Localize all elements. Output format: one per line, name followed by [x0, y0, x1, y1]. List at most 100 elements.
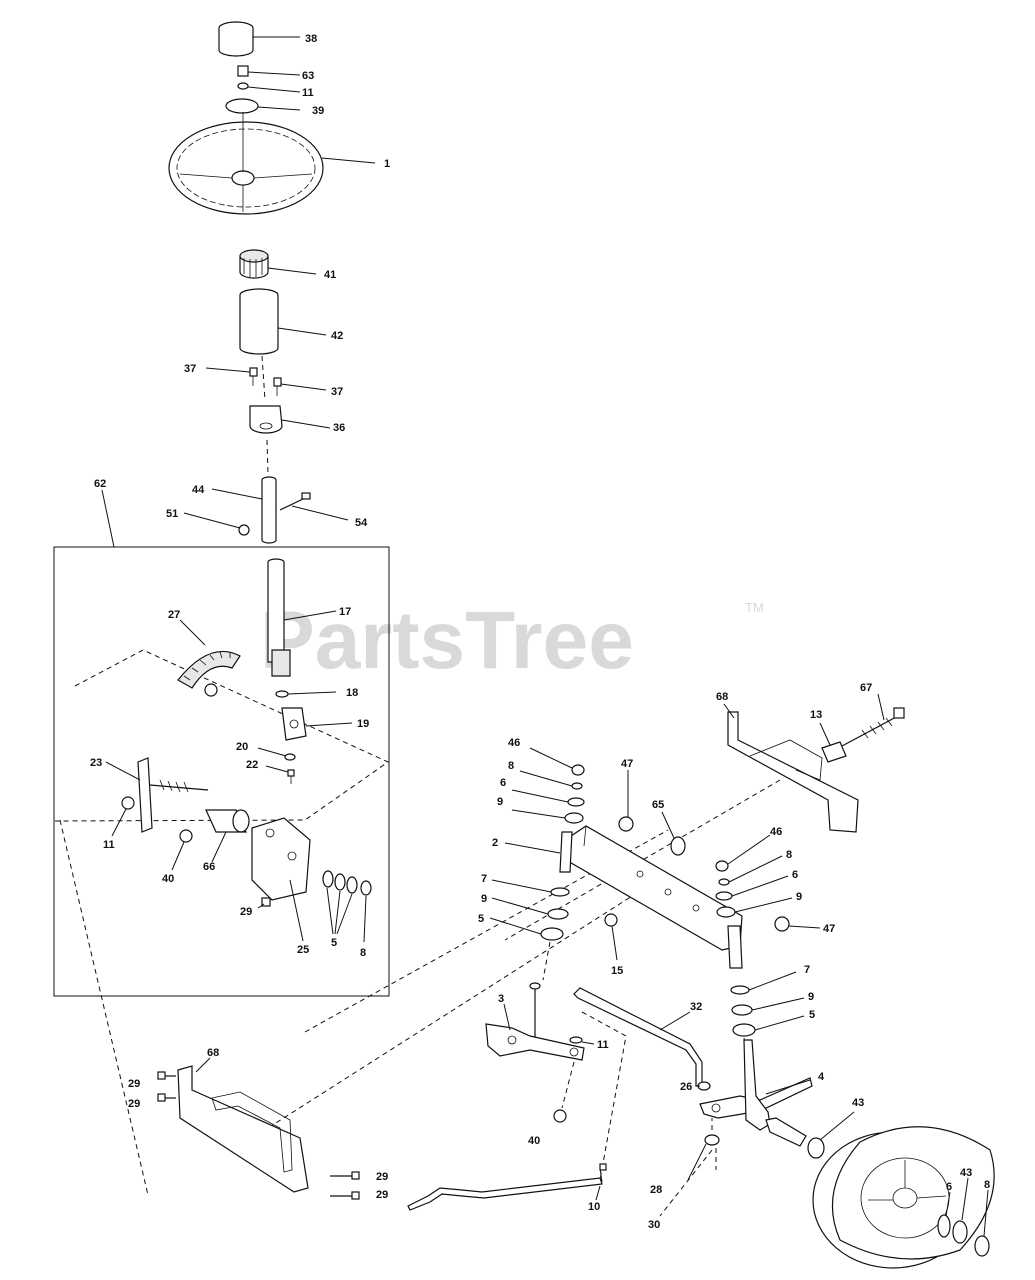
part-66-bushing [205, 809, 250, 863]
part-11-washer [237, 82, 301, 93]
part-63-bolt [237, 65, 301, 77]
part-40-lower-nut [553, 1061, 575, 1123]
label-47: 47 [823, 923, 835, 935]
label-4: 4 [818, 1071, 825, 1083]
part-22-screw [265, 765, 295, 784]
stub-axle [743, 1039, 807, 1147]
right-spindle-stack [715, 834, 805, 1053]
part-26-fitting [696, 1081, 711, 1091]
label-62: 62 [94, 478, 106, 490]
part-17-shaft [267, 558, 337, 677]
label-3: 3 [498, 993, 504, 1005]
part-labels: 38 63 11 39 1 41 42 37 37 36 62 44 51 54… [90, 33, 990, 1231]
label-10: 10 [588, 1201, 600, 1213]
label-11: 11 [597, 1039, 609, 1051]
label-65: 65 [652, 799, 664, 811]
part-68-upper-bracket [723, 703, 859, 833]
part-37-screws [205, 367, 327, 396]
assembly-62-box [53, 489, 390, 997]
part-19-block [281, 707, 353, 741]
part-40-nut [171, 829, 193, 871]
part-15-nut [604, 913, 618, 961]
part-32-drag-link [573, 987, 703, 1087]
label-9: 9 [481, 893, 487, 905]
label-36: 36 [333, 422, 345, 434]
label-13: 13 [810, 709, 822, 721]
label-9: 9 [497, 796, 503, 808]
label-46: 46 [508, 737, 520, 749]
label-68: 68 [716, 691, 728, 703]
label-63: 63 [302, 70, 314, 82]
label-40: 40 [528, 1135, 540, 1147]
label-30: 30 [648, 1219, 660, 1231]
part-47-nut-left [618, 770, 634, 832]
part-65-bushing [661, 811, 686, 856]
label-18: 18 [346, 687, 358, 699]
label-46: 46 [770, 826, 782, 838]
part-67-bolt [841, 693, 905, 747]
label-29: 29 [376, 1189, 388, 1201]
label-32: 32 [690, 1001, 702, 1013]
part-18-washer [275, 690, 337, 698]
label-29: 29 [128, 1098, 140, 1110]
label-20: 20 [236, 741, 248, 753]
label-8: 8 [984, 1179, 990, 1191]
part-36-bracket [249, 405, 331, 434]
part-43-washer [952, 1177, 969, 1244]
part-29-screws-lower [157, 1071, 360, 1200]
label-47: 47 [621, 758, 633, 770]
part-25-bracket [251, 817, 311, 942]
label-6: 6 [792, 869, 798, 881]
label-19: 19 [357, 718, 369, 730]
axle-bar [565, 825, 743, 951]
part-30-bolt [659, 1148, 717, 1217]
part-44-shaft [211, 476, 277, 544]
part-13-spacer [819, 722, 847, 763]
label-1: 1 [384, 158, 390, 170]
label-9: 9 [796, 891, 802, 903]
part-51-nut [183, 512, 250, 536]
label-25: 25 [297, 944, 309, 956]
part-11-nut [111, 796, 135, 837]
steering-column-group [168, 21, 376, 544]
label-7: 7 [804, 964, 810, 976]
left-spindle-stack [489, 747, 585, 981]
label-26: 26 [680, 1081, 692, 1093]
label-5: 5 [331, 937, 337, 949]
label-66: 66 [203, 861, 215, 873]
label-8: 8 [786, 849, 792, 861]
label-37: 37 [184, 363, 196, 375]
part-27-sector-gear [177, 619, 241, 697]
label-44: 44 [192, 484, 205, 496]
part-5-spacers [322, 870, 358, 935]
label-29: 29 [240, 906, 252, 918]
label-7: 7 [481, 873, 487, 885]
front-wheel [812, 1126, 995, 1269]
label-5: 5 [809, 1009, 815, 1021]
label-42: 42 [331, 330, 343, 342]
label-29: 29 [128, 1078, 140, 1090]
part-54-bolt [279, 492, 349, 521]
label-51: 51 [166, 508, 178, 520]
label-6: 6 [946, 1181, 952, 1193]
label-37: 37 [331, 386, 343, 398]
label-9: 9 [808, 991, 814, 1003]
part-11-pin [569, 1036, 595, 1045]
label-29: 29 [376, 1171, 388, 1183]
label-2: 2 [492, 837, 498, 849]
part-20-washer [257, 747, 296, 761]
part-43-bushing [807, 1111, 855, 1159]
part-29-screw [257, 897, 271, 909]
label-11: 11 [302, 87, 314, 99]
part-10-tie-rod [407, 1163, 607, 1211]
label-22: 22 [246, 759, 258, 771]
label-15: 15 [611, 965, 623, 977]
label-40: 40 [162, 873, 174, 885]
part-28-spacer [687, 1118, 720, 1181]
part-39-hub [225, 98, 301, 114]
part-1-steering-wheel [168, 112, 376, 215]
part-8-cap [974, 1189, 990, 1257]
label-5: 5 [478, 913, 484, 925]
label-41: 41 [324, 269, 336, 281]
